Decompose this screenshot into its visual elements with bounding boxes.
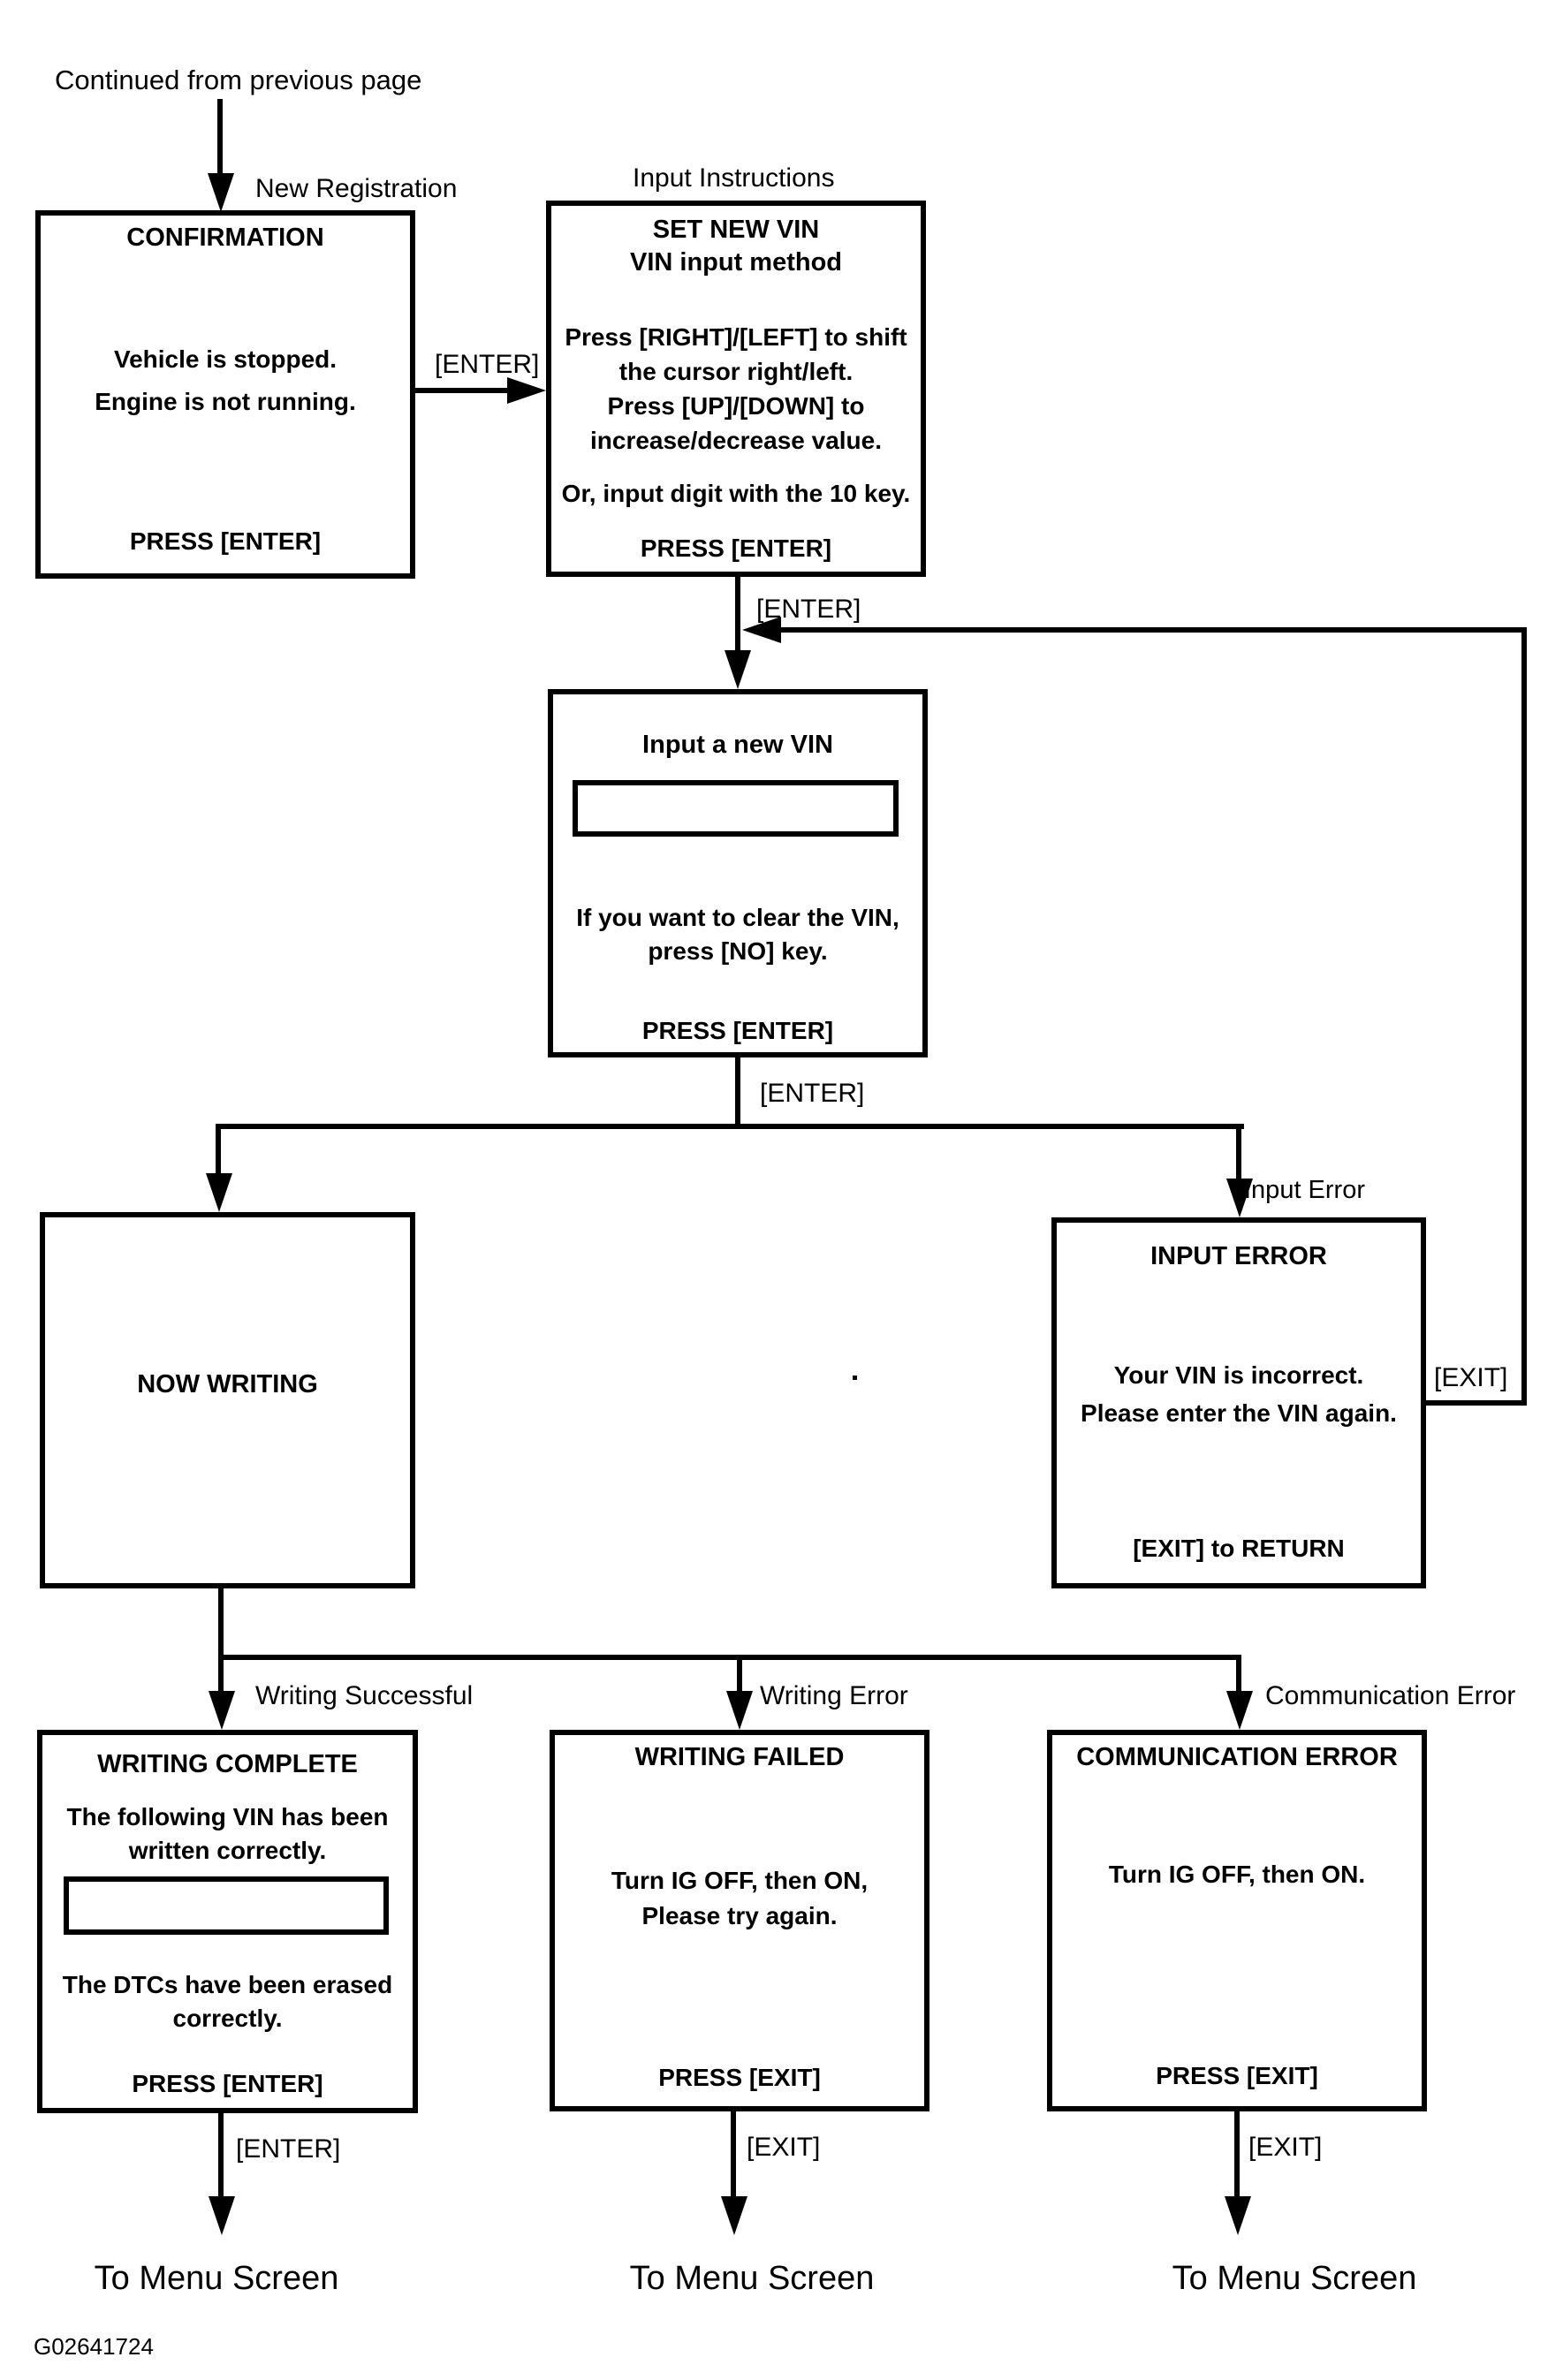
node-confirmation-line: Engine is not running. (95, 388, 356, 415)
node-now-writing-title: NOW WRITING (137, 1370, 318, 1398)
continued-note: Continued from previous page (55, 64, 422, 95)
arrowhead-entry-icon (208, 173, 234, 212)
node-writing-failed-body: Please try again. (641, 1902, 838, 1929)
node-writing-failed (550, 1730, 929, 2111)
edge-label-writing-successful: Writing Successful (255, 1681, 474, 1710)
node-communication-error-title: COMMUNICATION ERROR (1076, 1743, 1398, 1771)
node-set-new-vin-footer: PRESS [ENTER] (640, 534, 832, 562)
connector-return-bottom (1426, 1400, 1527, 1406)
node-input-new-vin-body: If you want to clear the VIN, (576, 904, 899, 931)
arrowhead-down-icon (209, 2196, 235, 2235)
node-communication-error-body: Turn IG OFF, then ON. (1108, 1861, 1366, 1888)
arrowhead-down-icon (725, 650, 751, 689)
node-input-new-vin-body: press [NO] key. (648, 937, 828, 965)
connector-entry (217, 99, 223, 177)
connector-branch2 (218, 1655, 1241, 1660)
connector-tail-right (1234, 2111, 1240, 2198)
connector-branch1-right (1236, 1124, 1241, 1186)
node-confirmation-title: CONFIRMATION (126, 224, 324, 252)
connector-input-down (735, 1057, 740, 1126)
edge-label-enter: [ENTER] (435, 350, 540, 379)
to-menu-screen-label: To Menu Screen (94, 2260, 339, 2297)
edge-label-enter: [ENTER] (236, 2134, 341, 2164)
node-input-error-title: INPUT ERROR (1150, 1242, 1327, 1270)
arrowhead-down-icon (1226, 1691, 1253, 1730)
node-writing-complete-title: WRITING COMPLETE (97, 1750, 358, 1778)
arrowhead-down-icon (721, 2196, 747, 2235)
node-set-new-vin-body: increase/decrease value. (589, 427, 882, 454)
connector-return-top (778, 627, 1527, 633)
node-input-new-vin-footer: PRESS [ENTER] (641, 1017, 834, 1044)
connector-tail-mid (731, 2111, 736, 2198)
edge-label-enter: [ENTER] (760, 1079, 865, 1108)
connector-branch2-mid (737, 1657, 742, 1694)
arrowhead-right-icon (507, 377, 546, 404)
node-set-new-vin-body: the cursor right/left. (618, 358, 854, 385)
connector-instructions-to-input (735, 577, 740, 658)
node-writing-failed-body: Turn IG OFF, then ON, (611, 1867, 869, 1894)
connector-return-right (1521, 627, 1527, 1406)
node-now-writing (40, 1212, 415, 1588)
node-input-new-vin (548, 689, 928, 1057)
node-input-error-body: Your VIN is incorrect. (1113, 1361, 1364, 1389)
node-input-error-footer: [EXIT] to RETURN (1133, 1535, 1345, 1562)
node-writing-failed-title: WRITING FAILED (634, 1743, 845, 1771)
node-confirmation-line: Vehicle is stopped. (113, 345, 338, 373)
edge-label-writing-error: Writing Error (760, 1681, 908, 1710)
arrowhead-left-icon (742, 617, 781, 643)
connector-confirm-to-instructions (415, 388, 512, 393)
arrowhead-down-icon (1226, 1179, 1253, 1217)
scan-artifact-dot (853, 1376, 857, 1380)
node-writing-complete-body: The DTCs have been erased (62, 1971, 393, 1998)
node-writing-complete-body: written correctly. (128, 1837, 327, 1864)
node-set-new-vin-body: Press [UP]/[DOWN] to (607, 392, 865, 420)
connector-branch1 (216, 1124, 1244, 1129)
connector-branch2-right (1236, 1657, 1241, 1694)
edge-label-input-error: Input Error (1244, 1176, 1365, 1204)
vin-written-field (64, 1876, 389, 1935)
arrowhead-down-icon (209, 1691, 235, 1730)
node-writing-complete-body: The following VIN has been (66, 1803, 389, 1830)
node-set-new-vin-title: SET NEW VIN (652, 216, 820, 244)
node-set-new-vin-body: Press [RIGHT]/[LEFT] to shift (565, 323, 907, 351)
node-writing-complete-footer: PRESS [ENTER] (132, 2070, 323, 2097)
arrowhead-down-icon (206, 1173, 232, 1212)
node-input-new-vin-title: Input a new VIN (642, 731, 833, 759)
node-set-new-vin (546, 201, 926, 577)
node-confirmation (35, 210, 415, 579)
edge-label-exit-loop: [EXIT] (1434, 1363, 1508, 1392)
node-input-error (1051, 1217, 1426, 1588)
node-set-new-vin-body: Or, input digit with the 10 key. (561, 480, 911, 507)
to-menu-screen-label: To Menu Screen (1172, 2260, 1417, 2297)
edge-label-input-instructions: Input Instructions (633, 163, 835, 193)
arrowhead-down-icon (1225, 2196, 1251, 2235)
edge-label-new-registration: New Registration (255, 174, 458, 203)
node-set-new-vin-title2: VIN input method (629, 248, 843, 277)
node-confirmation-footer: PRESS [ENTER] (129, 527, 322, 555)
connector-nowwriting-down (218, 1588, 224, 1698)
vin-entry-field (573, 780, 899, 837)
edge-label-exit: [EXIT] (747, 2133, 821, 2162)
edge-label-exit: [EXIT] (1248, 2133, 1323, 2162)
node-communication-error-footer: PRESS [EXIT] (1156, 2062, 1318, 2089)
node-writing-failed-footer: PRESS [EXIT] (658, 2064, 821, 2091)
connector-tail-left (218, 2113, 224, 2198)
figure-code: G02641724 (34, 2333, 154, 2360)
arrowhead-down-icon (726, 1691, 753, 1730)
node-input-error-body: Please enter the VIN again. (1081, 1399, 1397, 1427)
edge-label-communication-error: Communication Error (1265, 1681, 1516, 1710)
connector-branch1-left (216, 1124, 221, 1180)
to-menu-screen-label: To Menu Screen (629, 2260, 875, 2297)
node-writing-complete-body: correctly. (172, 2005, 283, 2032)
node-communication-error (1047, 1730, 1427, 2111)
